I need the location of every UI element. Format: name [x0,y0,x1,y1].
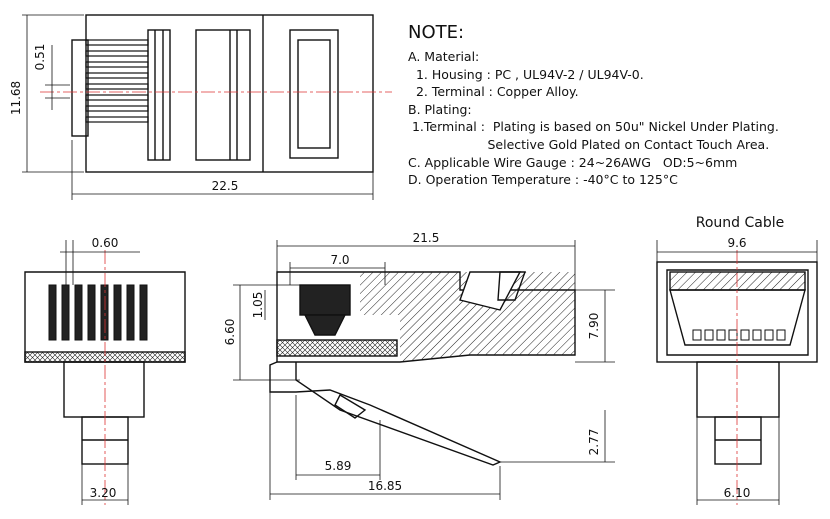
note-line: Selective Gold Plated on Contact Touch A… [408,136,770,152]
top-view-bar-1 [147,29,171,161]
top-view-window [289,29,339,159]
dim-7-0: 7.0 [330,253,349,267]
dim-9-6: 9.6 [727,236,746,250]
dim-21-5: 21.5 [413,231,440,245]
note-line: 2. Terminal : Copper Alloy. [408,84,579,100]
top-view-contacts [85,39,149,123]
notes-title: NOTE: [408,22,465,43]
dim-1-05: 1.05 [251,292,265,319]
note-line: B. Plating: [408,101,472,117]
dim-7-90: 7.90 [587,313,601,340]
rear-view-contacts [692,329,786,341]
front-view-contacts [48,284,148,341]
notes-block: NOTE: A. Material: 1. Housing : PC , UL9… [408,22,828,189]
dim-3-20: 3.20 [90,486,117,500]
rear-view-latch [696,361,780,418]
top-view-front-plate [71,39,89,137]
side-view-hatched [360,272,575,362]
note-line: C. Applicable Wire Gauge : 24~26AWG OD:5… [408,154,738,170]
rear-view [656,240,818,505]
note-line: 1.Terminal : Plating is based on 50u" Ni… [408,119,779,135]
round-cable-label: Round Cable [696,215,785,231]
top-view [22,14,392,200]
note-line: A. Material: [408,49,480,64]
dim-6-10: 6.10 [724,486,751,500]
dim-22-5: 22.5 [212,179,239,193]
dim-0-60: 0.60 [92,236,119,250]
side-view-latch [269,361,502,466]
side-view-contact-block [299,284,351,316]
top-view-body [85,14,374,173]
front-view-latch [63,361,145,418]
dim-5-89: 5.89 [325,459,352,473]
side-view [233,240,615,500]
dim-2-77: 2.77 [587,429,601,456]
note-line: 1. Housing : PC , UL94V-2 / UL94V-0. [408,66,644,82]
top-view-bar-2 [195,29,251,161]
front-view [24,240,186,505]
dim-11-68: 11.68 [9,81,23,115]
note-line: D. Operation Temperature : -40°C to 125°… [408,172,678,188]
dim-16-85: 16.85 [368,479,402,493]
dim-6-60: 6.60 [223,319,237,346]
dim-0-51: 0.51 [33,44,47,71]
